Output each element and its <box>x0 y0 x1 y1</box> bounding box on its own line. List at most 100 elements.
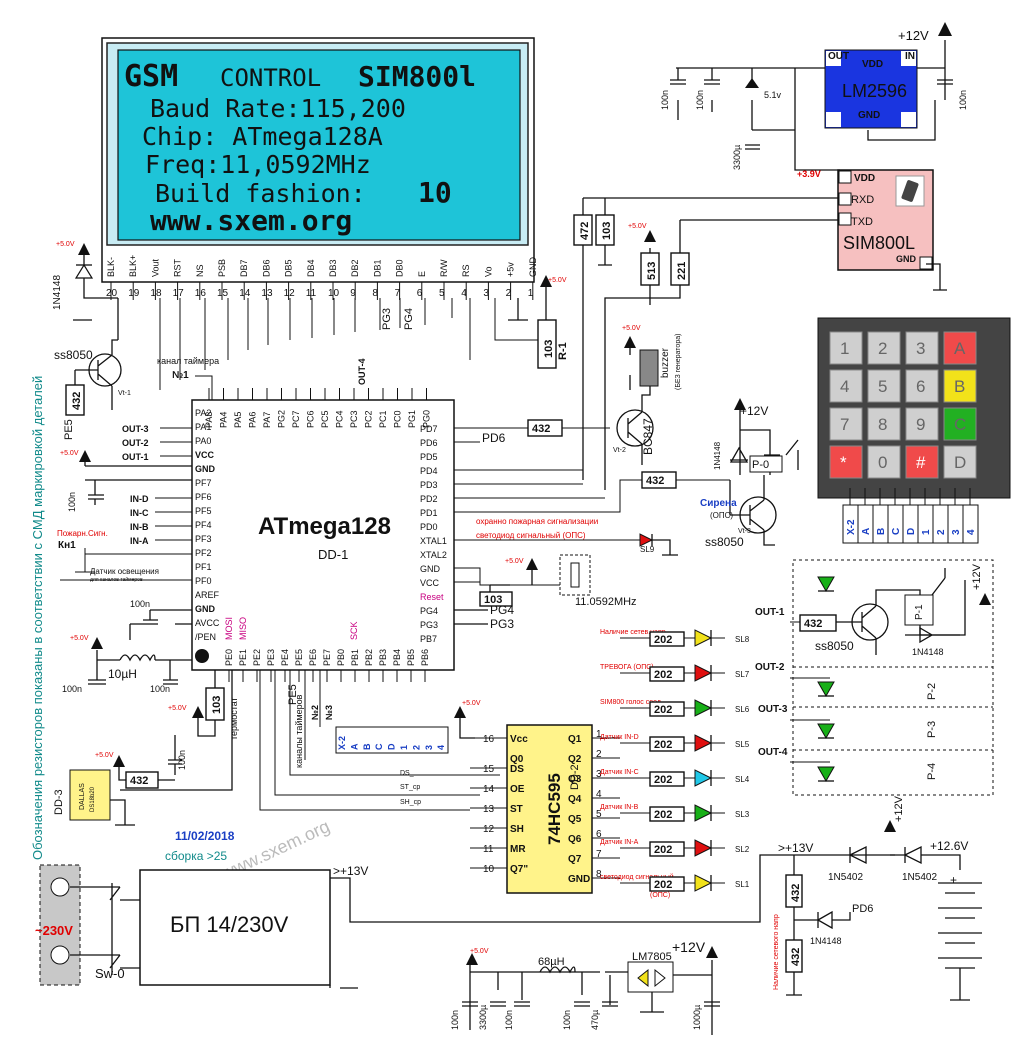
keypad-key <box>943 407 977 441</box>
r103c: 103 <box>211 696 223 714</box>
lcd-pin-number: 1 <box>528 288 534 299</box>
relay-led <box>817 723 835 740</box>
r432d: 432 <box>646 475 664 487</box>
relay-block: OUT-1 OUT-2 OUT-3 OUT-4 432 ss8050 P-1 1… <box>755 559 994 796</box>
led-symbol <box>694 769 713 787</box>
mcu-top-pin: PG1 <box>407 410 417 428</box>
mcu-top-pin: PG2 <box>277 410 287 428</box>
r432-psu-b: 432 <box>790 948 802 966</box>
avcc-filter: +5.0V 10µH 100n 100n 100n <box>62 599 192 694</box>
keypad-conn-pin <box>872 504 889 544</box>
pd6-psu: PD6 <box>852 903 873 915</box>
sr-left-pin: SH <box>510 824 524 835</box>
lcd-pin-number: 20 <box>106 288 118 299</box>
lcd-pin-number: 9 <box>350 288 356 299</box>
keypad-conn-pin <box>887 504 904 544</box>
n1-label: №1 <box>172 370 189 381</box>
keypad-conn-label: 2 <box>936 529 947 535</box>
lcd-pin-label: BLK+ <box>128 255 138 277</box>
ss8050-b: ss8050 <box>705 535 744 549</box>
lcd-pin-number: 13 <box>261 288 273 299</box>
lcd-pin-label: BLK- <box>106 257 116 277</box>
lm7805: LM7805 <box>632 951 672 963</box>
keypad-conn-pin <box>947 504 964 544</box>
bc847: BC847 <box>641 418 655 455</box>
keypad-conn-pin <box>902 504 919 544</box>
mcu-chip: ATmega128 DD-1 PA2PA1PA0VCCGNDPF7PF6PF5P… <box>191 388 455 682</box>
lcd-pin-label: DB6 <box>261 259 271 277</box>
ind-10: 10µH <box>108 667 137 681</box>
sw0: Sw-0 <box>95 966 125 981</box>
sr-left-pin: Q7" <box>510 864 528 875</box>
keypad-key-label: C <box>954 415 966 434</box>
led-resistor <box>649 666 685 682</box>
sr-right-num: 8 <box>596 869 602 880</box>
sr-left-pin: DS <box>510 764 524 775</box>
r432c: 432 <box>532 423 550 435</box>
lcd-pin-number: 4 <box>461 288 467 299</box>
mcu-left-pin: PF4 <box>195 520 212 530</box>
mcu-bottom-pin: PB5 <box>406 649 416 666</box>
mcu-ref: DD-1 <box>318 547 348 562</box>
led-label: SIM800 голос соед <box>600 699 661 706</box>
mcu-bottom-pin: PE5 <box>294 649 304 666</box>
v5-i: +5.0V <box>505 558 524 565</box>
channels: каналы таймеров <box>294 694 304 768</box>
pg3-label: PG3 <box>381 308 393 330</box>
r432b: 432 <box>130 775 148 787</box>
mcu-left-pin: PF7 <box>195 478 212 488</box>
mcu-top-pin: PA4 <box>219 412 229 428</box>
keypad-conn-label: B <box>876 528 887 535</box>
mcu-bottom-pin: PE1 <box>238 649 248 666</box>
led-label: ТРЕВОГА (ОПС) <box>600 664 654 671</box>
led-symbol <box>694 804 713 822</box>
lcd-pin-label: DB4 <box>306 259 316 277</box>
lcd-pin-label: PSB <box>217 259 227 277</box>
power-supply: ~230V Sw-0 БП 14/230V >+13V >+13V 1N5402… <box>35 795 982 1001</box>
r1: R-1 <box>557 342 569 360</box>
lcd-line1-gsm: GSM <box>124 59 178 94</box>
keypad-conn-label: D <box>906 528 917 535</box>
v5-g: +5.0V <box>95 752 114 759</box>
d5402b: 1N5402 <box>902 872 937 883</box>
lcd-line5: Build fashion: <box>155 179 366 208</box>
out1-r: OUT-1 <box>755 607 785 618</box>
led-name: SL3 <box>735 810 750 819</box>
lcd-pin-label: Vout <box>150 258 160 277</box>
keypad-conn-pin <box>962 504 979 544</box>
keypad-key <box>943 331 977 365</box>
sr-left-num: 12 <box>483 824 495 835</box>
lcd-line1-control: CONTROL <box>220 64 321 92</box>
lcd-pin-number: 3 <box>483 288 489 299</box>
siren: Сирена <box>700 498 737 509</box>
keypad-key <box>867 331 901 365</box>
conn2-label: X-2 <box>337 736 347 750</box>
led-label: светодиод сигнальный <box>600 873 674 881</box>
r103d: 103 <box>484 594 502 606</box>
dd3: DD-3 <box>53 789 65 815</box>
sr-right-pin: Q7 <box>568 854 582 865</box>
led-resistor <box>649 806 685 822</box>
conn2-label: A <box>349 743 359 750</box>
build: сборка >25 <box>165 849 227 863</box>
ds-label: DS_ <box>400 770 414 777</box>
keypad-conn-label: C <box>891 528 902 535</box>
v12-r: +12V <box>971 563 983 590</box>
led-symbol <box>694 874 713 892</box>
sr-right-num: 7 <box>596 849 602 860</box>
p2: P-2 <box>926 683 938 700</box>
mcu-right-pin: PD2 <box>420 494 438 504</box>
lcd-line5-num: 10 <box>418 176 452 209</box>
inA: IN-A <box>130 536 149 546</box>
mcu-right-pin: PB7 <box>420 634 437 644</box>
sim-rxd: RXD <box>851 194 874 206</box>
keypad-key-label: 1 <box>840 339 849 358</box>
mcu-top-pin: PC6 <box>306 410 316 428</box>
reg-vdd: VDD <box>862 59 883 70</box>
sh-label: SH_cp <box>400 799 421 806</box>
out1-left: OUT-1 <box>122 452 149 462</box>
lcd-pin-label: DB5 <box>284 259 294 277</box>
v5-bottom: +5.0V <box>470 948 489 955</box>
lcd-pin-number: 15 <box>217 288 229 299</box>
